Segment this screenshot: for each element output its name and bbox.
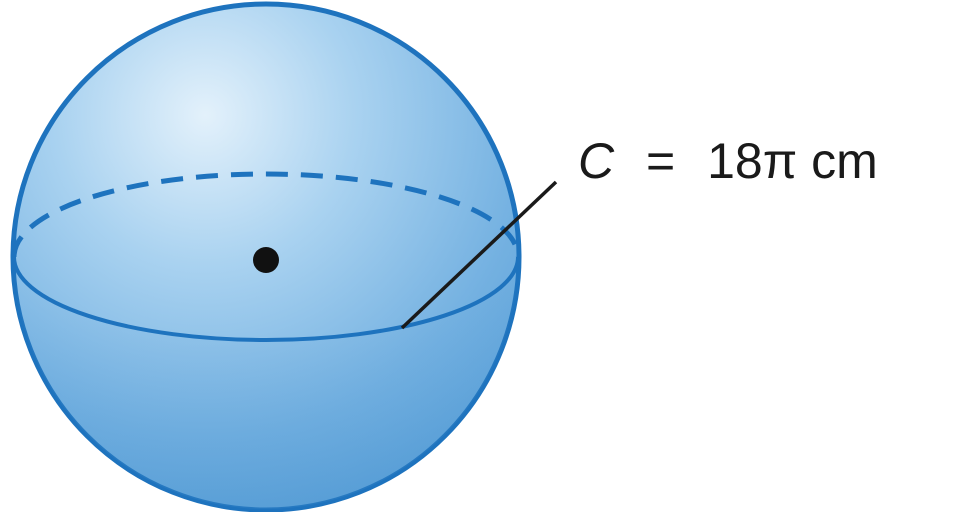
equator-back-dashed bbox=[11, 171, 521, 258]
center-point bbox=[253, 247, 279, 273]
circumference-label: C = 18π cm bbox=[578, 133, 878, 189]
circumference-value: 18π cm bbox=[707, 133, 878, 189]
circumference-variable: C bbox=[578, 133, 615, 189]
sphere-lower-shade bbox=[14, 257, 518, 509]
equals-sign: = bbox=[646, 133, 675, 189]
leader-line bbox=[400, 180, 558, 330]
equator-front bbox=[12, 256, 520, 342]
